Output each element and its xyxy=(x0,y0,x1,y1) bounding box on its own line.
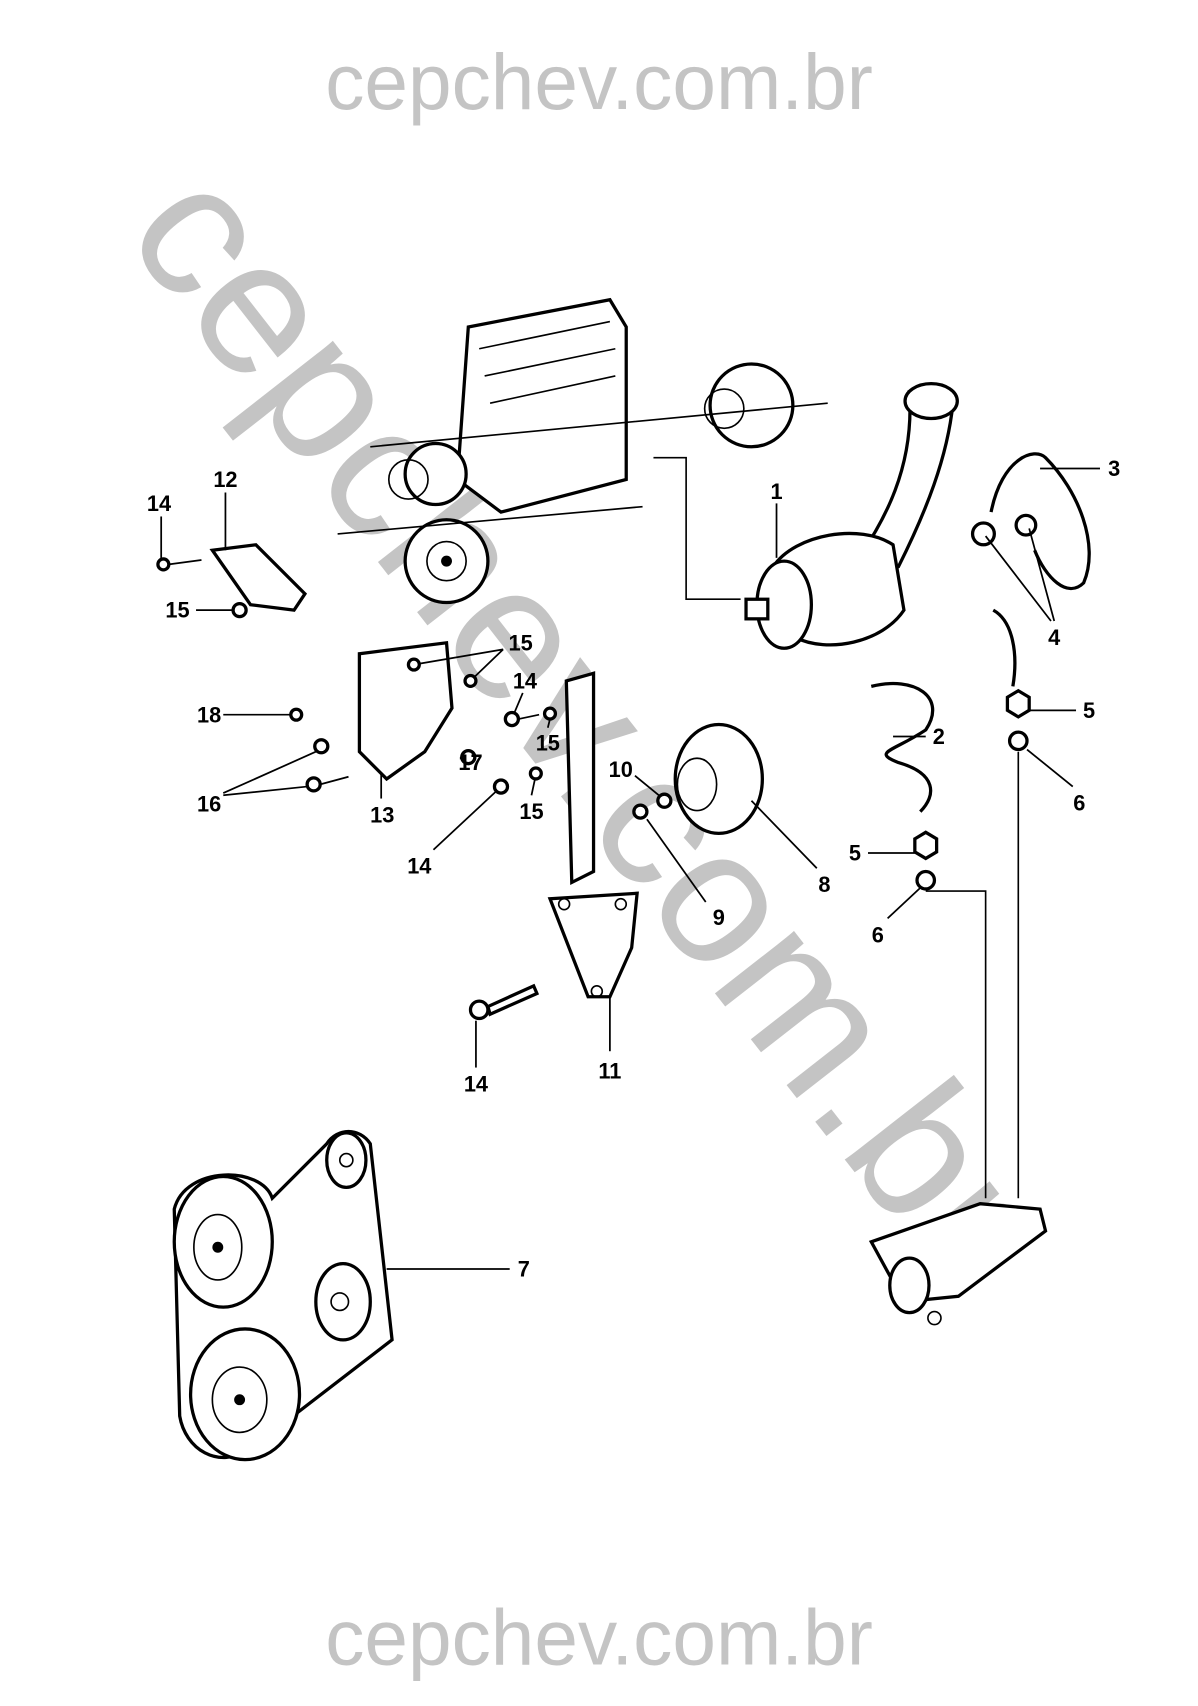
callout-10: 10 xyxy=(609,757,633,782)
callout-7: 7 xyxy=(518,1257,530,1282)
callout-6: 6 xyxy=(872,922,884,947)
callout-14: 14 xyxy=(147,491,171,516)
watermark-bottom: cepchev.com.br xyxy=(325,1593,873,1681)
callout-2: 2 xyxy=(933,724,945,749)
leader-lines xyxy=(160,467,1100,1270)
brackets xyxy=(209,543,639,999)
callout-4: 4 xyxy=(1048,625,1060,650)
callout-9: 9 xyxy=(713,905,725,930)
callout-14: 14 xyxy=(407,854,431,879)
callout-13: 13 xyxy=(370,803,394,828)
callout-5: 5 xyxy=(1083,698,1095,723)
callout-6: 6 xyxy=(1073,791,1085,816)
callout-11: 11 xyxy=(598,1058,621,1083)
callout-17: 17 xyxy=(458,750,482,775)
watermark-top: cepchev.com.br xyxy=(325,38,873,126)
power-steering-pump xyxy=(744,381,959,650)
callout-labels: 1 2 3 4 5 5 6 6 7 8 9 10 11 12 13 14 14 … xyxy=(147,456,1120,1281)
fasteners xyxy=(156,557,558,1021)
callout-3: 3 xyxy=(1108,456,1120,481)
callout-14: 14 xyxy=(513,669,537,694)
callout-8: 8 xyxy=(818,872,830,897)
callout-16: 16 xyxy=(197,792,221,817)
belt-drive xyxy=(172,1129,394,1462)
callout-12: 12 xyxy=(213,467,237,492)
callout-1: 1 xyxy=(770,479,782,504)
callout-18: 18 xyxy=(197,702,221,727)
callout-15: 15 xyxy=(536,731,560,756)
callout-15: 15 xyxy=(519,799,543,824)
engine-illustration xyxy=(337,297,828,605)
pulley xyxy=(632,722,764,836)
callout-5: 5 xyxy=(849,841,861,866)
hoses xyxy=(870,452,1091,1199)
callout-15: 15 xyxy=(165,598,189,623)
callout-14: 14 xyxy=(464,1072,488,1097)
steering-gear xyxy=(868,1202,1048,1326)
callout-15: 15 xyxy=(508,630,532,655)
